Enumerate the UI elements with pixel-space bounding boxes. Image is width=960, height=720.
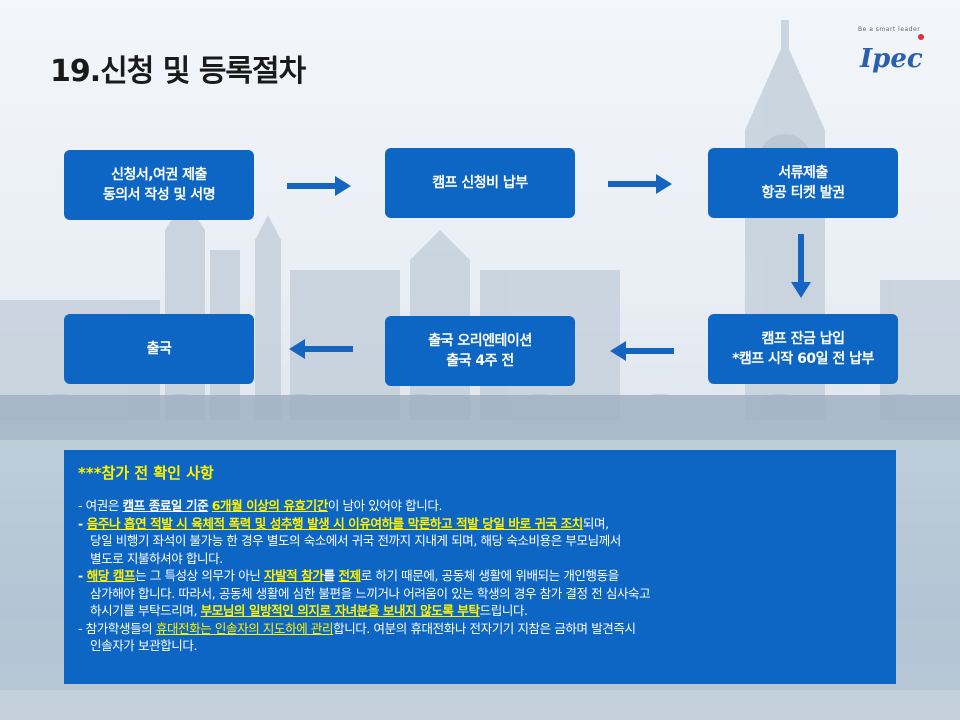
step-documents-box: 서류제출 항공 티켓 발권 <box>708 148 898 218</box>
logo-dot-icon <box>918 34 924 40</box>
notice-line: - 해당 캠프는 그 특성상 의무가 아닌 자발적 참가를 전제로 하기 때문에… <box>78 568 619 583</box>
notice-line: 하시기를 부탁드리며, 부모님의 일방적인 의지로 자녀분을 보내지 않도록 부… <box>90 603 528 618</box>
arrow-left-icon <box>610 341 674 361</box>
notice-line: - 여권은 캠프 종료일 기준 6개월 이상의 유효기간이 남아 있어야 합니다… <box>78 498 443 513</box>
page-title: 19.신청 및 등록절차 <box>50 54 306 89</box>
step-sublabel: 항공 티켓 발권 <box>761 185 845 201</box>
arrow-left-icon <box>289 339 353 359</box>
notice-line: 삼가해야 합니다. 따라서, 공동체 생활에 심한 불편을 느끼거나 어려움이 … <box>90 585 651 601</box>
step-sublabel: 출국 4주 전 <box>446 353 514 369</box>
step-label: 출국 <box>146 341 172 357</box>
step-orientation-box: 출국 오리엔테이션 출국 4주 전 <box>385 316 575 386</box>
pre-participation-notice: ***참가 전 확인 사항 - 여권은 캠프 종료일 기준 6개월 이상의 유효… <box>64 450 896 684</box>
step-label: 출국 오리엔테이션 <box>428 333 532 349</box>
step-label: 서류제출 <box>778 165 828 181</box>
notice-line: - 음주나 흡연 적발 시 육체적 폭력 및 성추행 발생 시 이유여하를 막론… <box>78 515 609 531</box>
notice-line: 인솔자가 보관합니다. <box>90 638 198 653</box>
step-departure-box: 출국 <box>64 314 254 384</box>
logo-wordmark: Ipec <box>860 44 923 74</box>
step-label: 신청서,여권 제출 <box>111 167 207 183</box>
notice-line: - 참가학생들의 휴대전화는 인솔자의 지도하에 관리합니다. 여분의 휴대전화… <box>78 620 636 636</box>
step-fee-box: 캠프 신청비 납부 <box>385 148 575 218</box>
step-sublabel: 동의서 작성 및 서명 <box>102 187 216 203</box>
step-sublabel: *캠프 시작 60일 전 납부 <box>732 351 874 367</box>
step-label: 캠프 잔금 납입 <box>761 331 845 347</box>
step-balance-box: 캠프 잔금 납입 *캠프 시작 60일 전 납부 <box>708 314 898 384</box>
arrow-right-icon <box>608 174 672 194</box>
step-application-box: 신청서,여권 제출 동의서 작성 및 서명 <box>64 150 254 220</box>
step-label: 캠프 신청비 납부 <box>432 175 528 191</box>
notice-line: 당일 비행기 좌석이 불가능 한 경우 별도의 숙소에서 귀국 전까지 지내게 … <box>90 533 621 548</box>
logo-tagline: Be a smart leader <box>858 26 921 33</box>
notice-title: ***참가 전 확인 사항 <box>78 464 214 482</box>
notice-line: 별도로 지불하셔야 합니다. <box>90 550 223 566</box>
arrow-right-icon <box>287 176 351 196</box>
arrow-down-icon <box>791 234 811 298</box>
